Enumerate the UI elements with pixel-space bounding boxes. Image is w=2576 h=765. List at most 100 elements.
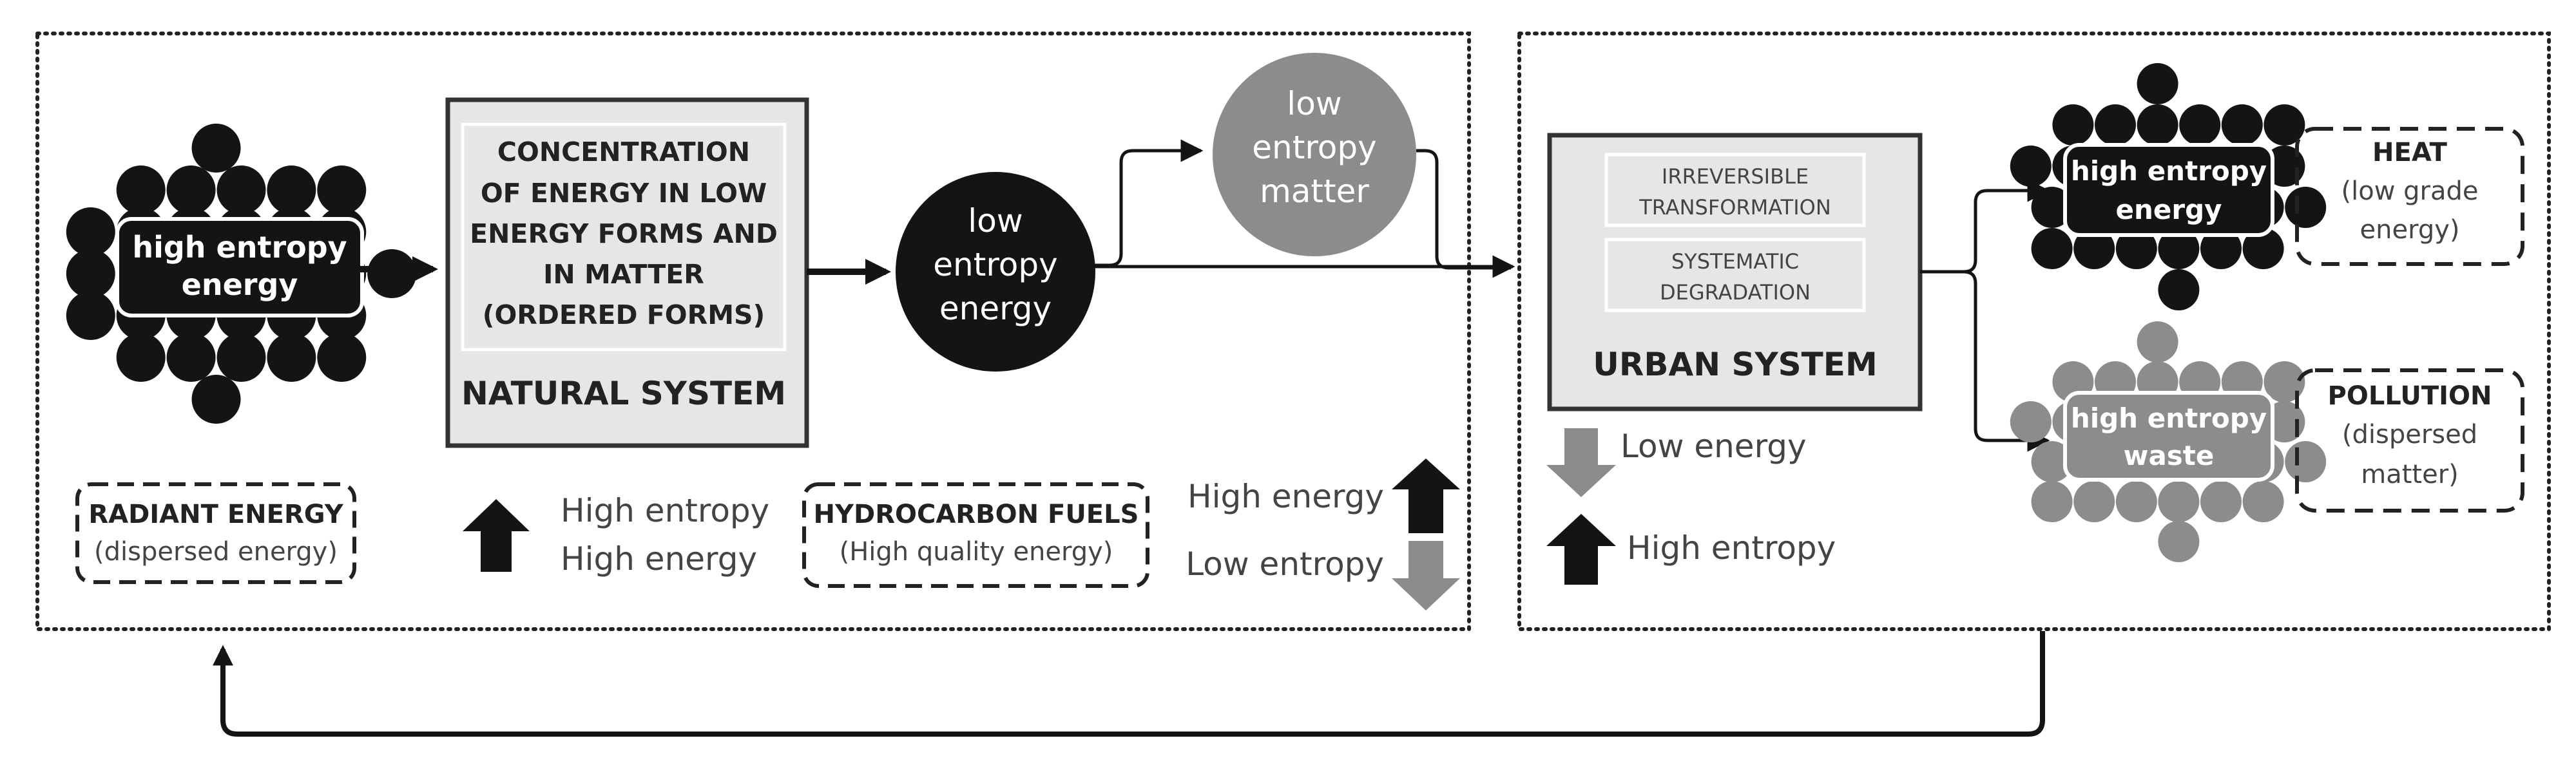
connector-urban-to-outputs: [1920, 179, 2050, 274]
concentration-line3: ENERGY FORMS AND: [470, 218, 778, 249]
particle-dot: [2200, 228, 2242, 269]
particle-dot: [2031, 441, 2073, 482]
legend-right-line2: Low entropy: [1186, 545, 1384, 583]
concentration-line2: OF ENERGY IN LOW: [481, 178, 767, 209]
particle-dot: [2242, 481, 2284, 522]
legend-mid-line1: High entropy: [561, 492, 769, 529]
low-entropy-energy-line2: entropy: [933, 246, 1057, 283]
natural-system-panel: [35, 32, 1471, 631]
particle-dot: [2010, 401, 2052, 442]
urban-system-title: URBAN SYSTEM: [1593, 346, 1877, 383]
particle-dot: [2137, 321, 2178, 363]
particle-dot: [2052, 104, 2094, 146]
heat-line2: energy): [2360, 215, 2460, 245]
particle-dot: [216, 165, 266, 214]
particle-dot: [2095, 104, 2136, 146]
particle-dot: [2031, 187, 2073, 228]
urban-legend-black-up-arrow: [1546, 514, 1616, 585]
systematic-line2: DEGRADATION: [1660, 280, 1811, 305]
concentration-line1: CONCENTRATION: [497, 137, 750, 167]
particle-dot: [2158, 521, 2200, 562]
systematic-degradation-box: [1604, 238, 1866, 312]
particle-dot: [2158, 481, 2200, 522]
radiant-energy-subtitle: (dispersed energy): [94, 537, 338, 567]
particle-dot: [2285, 187, 2327, 228]
particle-dot: [191, 124, 241, 173]
irreversible-line2: TRANSFORMATION: [1639, 195, 1831, 220]
pollution-title: POLLUTION: [2328, 381, 2492, 411]
particle-dot: [2137, 104, 2178, 146]
pollution-box: [2295, 368, 2524, 513]
connector-urban-to-waste: [1963, 270, 2050, 452]
low-entropy-matter-line1: low: [1287, 85, 1341, 122]
particle-dot: [2221, 104, 2263, 146]
particle-dot: [116, 165, 166, 214]
particle-dot: [66, 291, 115, 340]
natural-system-title: NATURAL SYSTEM: [461, 375, 786, 412]
particle-dot: [2010, 146, 2052, 187]
particle-dot: [317, 333, 367, 382]
output-waste-label-box: [2063, 391, 2274, 482]
particle-dot: [66, 249, 115, 298]
radiant-energy-box: [75, 482, 356, 584]
particle-dot: [2158, 228, 2200, 269]
output-energy-line2: energy: [2115, 194, 2222, 225]
particle-dot: [2158, 269, 2200, 310]
urban-legend-grey-down-arrow: [1546, 428, 1616, 497]
legend-right-grey-down-arrow: [1392, 541, 1460, 610]
radiant-energy-title: RADIANT ENERGY: [88, 500, 343, 529]
hydrocarbon-fuels-subtitle: (High quality energy): [840, 537, 1113, 567]
particle-dot: [116, 333, 166, 382]
particle-dot: [2285, 441, 2327, 482]
particle-dot: [2242, 228, 2284, 269]
systematic-line1: SYSTEMATIC: [1671, 249, 1799, 274]
particle-dot: [267, 165, 316, 214]
particle-dot: [2073, 481, 2115, 522]
irreversible-line1: IRREVERSIBLE: [1662, 164, 1809, 189]
particle-dot: [267, 333, 316, 382]
legend-black-up-arrow: [463, 499, 530, 572]
particle-dot: [2264, 361, 2305, 402]
low-entropy-matter-line3: matter: [1260, 173, 1369, 210]
heat-line1: (low grade: [2341, 176, 2479, 206]
urban-legend-low-energy: Low energy: [1620, 428, 1807, 465]
particle-dot: [2200, 481, 2242, 522]
heat-box: [2295, 127, 2524, 266]
feedback-loop-arrow: [213, 631, 2045, 737]
pollution-line2: matter): [2361, 460, 2459, 489]
particle-dot: [191, 375, 241, 424]
concentration-line4: IN MATTER: [543, 259, 704, 290]
low-entropy-energy-line1: low: [968, 202, 1023, 240]
output-waste-line1: high entropy: [2071, 402, 2267, 434]
low-entropy-energy-circle: [896, 172, 1095, 372]
low-entropy-energy-line3: energy: [939, 290, 1052, 327]
particle-dot: [2115, 228, 2157, 269]
particle-dot: [2179, 104, 2221, 146]
pollution-line1: (dispersed: [2342, 420, 2477, 449]
particle-dot: [2115, 481, 2157, 522]
particle-dot: [2137, 63, 2178, 104]
concentration-inner-box: [461, 122, 787, 352]
particle-dot: [367, 249, 417, 298]
particle-dot: [66, 207, 115, 256]
particle-dot: [166, 165, 216, 214]
irreversible-transformation-box: [1604, 153, 1866, 227]
particle-dot: [317, 165, 367, 214]
particle-dot: [216, 333, 266, 382]
output-waste-line2: waste: [2124, 440, 2215, 471]
hydrocarbon-fuels-box: [802, 482, 1149, 588]
legend-right-black-up-arrow: [1392, 458, 1460, 533]
connector-energy-to-matter: [1094, 139, 1204, 267]
concentration-line5: (ORDERED FORMS): [483, 299, 765, 330]
output-energy-label-box: [2063, 143, 2274, 237]
legend-mid-line2: High energy: [561, 540, 757, 578]
particle-dot: [166, 333, 216, 382]
source-label-line1: high entropy: [132, 230, 347, 265]
particle-dot: [2031, 481, 2073, 522]
particle-dot: [2264, 104, 2305, 146]
connector-matter-to-urban: [1416, 149, 1511, 270]
low-entropy-matter-circle: [1213, 53, 1416, 256]
urban-system-panel: [1517, 32, 2551, 631]
